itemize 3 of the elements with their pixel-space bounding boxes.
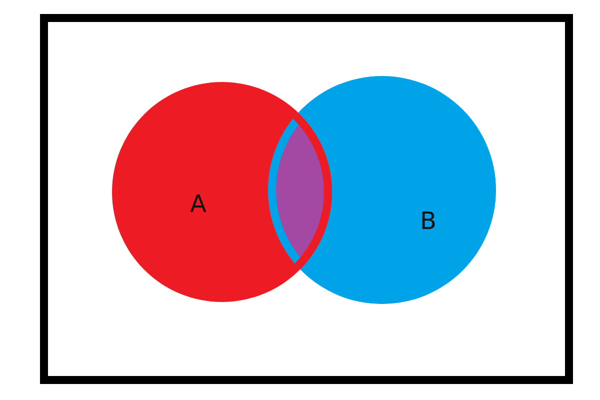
set-label: A [190, 192, 206, 216]
frame-box [40, 14, 573, 384]
set-label: B [420, 209, 436, 233]
